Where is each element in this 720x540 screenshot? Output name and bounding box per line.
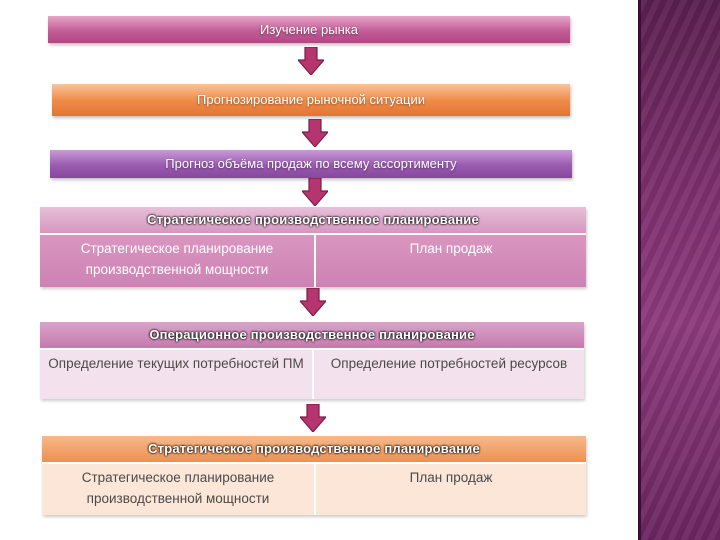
decorative-side-panel — [638, 0, 720, 540]
block-cell-left: Стратегическое планирование производстве… — [80, 241, 274, 277]
step-sales-forecast: Прогноз объёма продаж по всему ассортиме… — [50, 150, 572, 178]
cell-divider — [312, 350, 314, 399]
down-arrow-icon — [302, 119, 328, 147]
block-row: Стратегическое планирование производстве… — [40, 235, 586, 287]
step-market-forecast: Прогнозирование рыночной ситуации — [52, 84, 570, 116]
block-cell-left: Определение текущих потребностей ПМ — [48, 356, 304, 371]
down-arrow-icon — [300, 404, 326, 432]
down-arrow-icon — [302, 178, 328, 206]
cell-divider — [314, 235, 316, 287]
block-row: Стратегическое планирование производстве… — [42, 464, 586, 515]
strategic-planning-block: Стратегическое производственное планиров… — [40, 207, 586, 287]
block-cell-right: План продаж — [409, 241, 493, 256]
block-row: Определение текущих потребностей ПМ Опре… — [40, 350, 584, 399]
down-arrow-icon — [300, 288, 326, 316]
block-cell-right: План продаж — [409, 470, 493, 485]
block-title: Стратегическое производственное планиров… — [40, 207, 586, 233]
block-cell-left: Стратегическое планирование производстве… — [81, 470, 275, 506]
block-title: Стратегическое производственное планиров… — [42, 436, 586, 462]
operational-planning-block: Операционное производственное планирован… — [40, 322, 584, 399]
block-title: Операционное производственное планирован… — [40, 322, 584, 348]
down-arrow-icon — [298, 47, 324, 75]
step-market-research: Изучение рынка — [48, 16, 570, 43]
block-cell-right: Определение потребностей ресурсов — [330, 356, 568, 371]
strategic-planning-block-repeat: Стратегическое производственное планиров… — [42, 436, 586, 515]
cell-divider — [314, 464, 316, 515]
